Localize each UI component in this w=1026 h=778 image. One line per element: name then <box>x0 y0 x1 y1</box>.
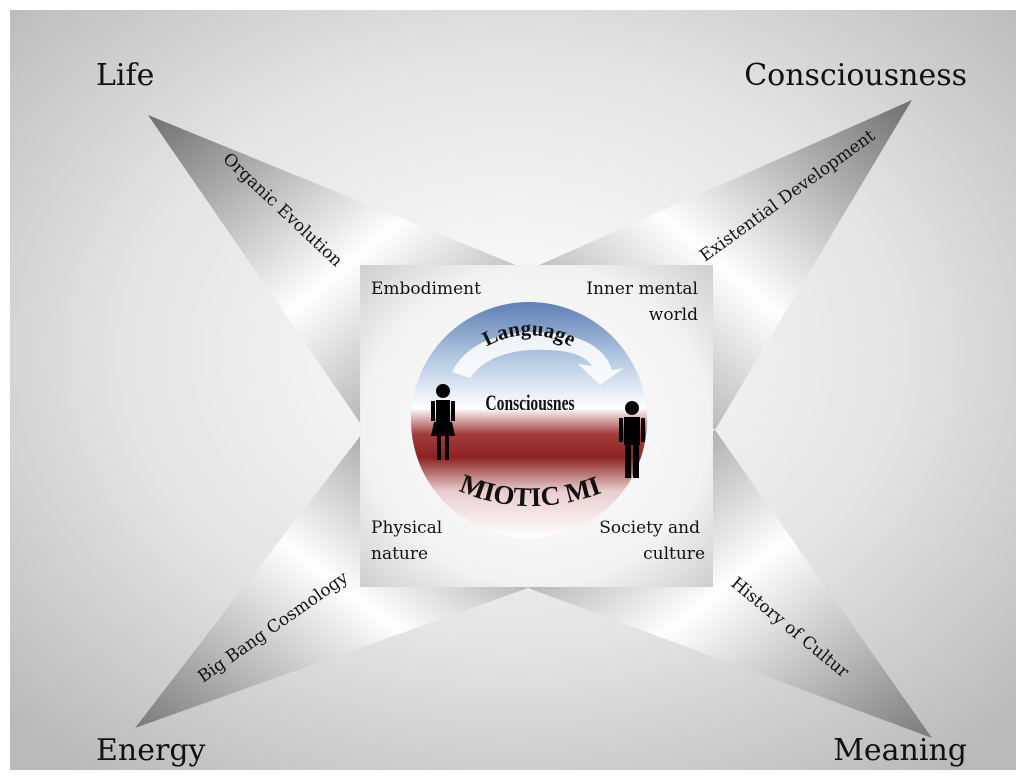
quadrant-inner-mental-line2: world <box>649 305 698 325</box>
curved-arrow-icon <box>452 332 624 385</box>
corner-label-meaning: Meaning <box>833 733 967 768</box>
quadrant-physical-line2: nature <box>371 544 428 564</box>
corner-label-life: Life <box>96 58 154 93</box>
quadrant-inner-mental-line1: Inner mental <box>586 279 698 299</box>
woman-figure-icon <box>431 384 455 460</box>
corner-label-energy: Energy <box>96 733 206 768</box>
man-figure-icon <box>619 401 645 478</box>
consciousness-label: Consciousnes <box>485 392 574 416</box>
corner-label-consciousness: Consciousness <box>744 58 967 93</box>
quadrant-society-line1: Society and <box>599 518 700 538</box>
quadrant-society-line2: culture <box>643 544 705 564</box>
quadrant-embodiment: Embodiment <box>371 279 481 299</box>
quadrant-physical-line1: Physical <box>371 518 442 538</box>
